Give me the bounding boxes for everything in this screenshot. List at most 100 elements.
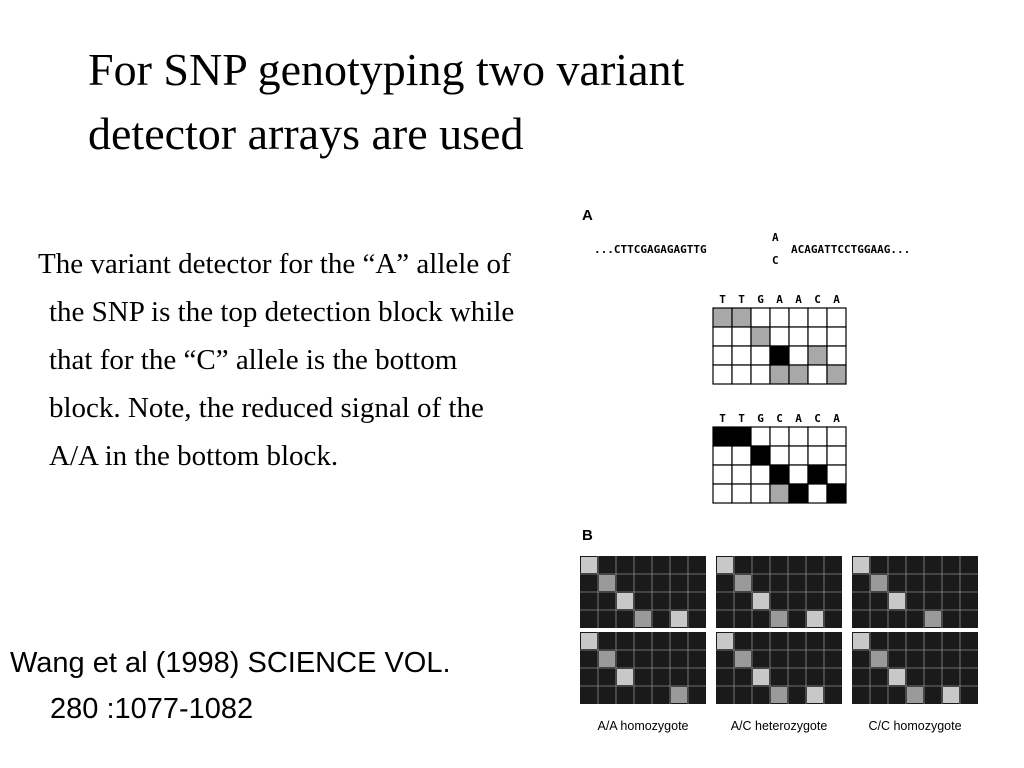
bottom-header-1: T [738, 412, 745, 425]
citation-text: Wang et al (1998) SCIENCE VOL. 280 :1077… [10, 647, 451, 725]
sequence-left: ...CTTCGAGAGAGTTG [594, 243, 707, 256]
top-cell-r2-c1 [731, 345, 752, 366]
bottom-cell-r1-c3 [769, 445, 790, 466]
snp-figure-svg: A ...CTTCGAGAGAGTTG A C ACAGATTCCTGGAAG.… [580, 207, 978, 733]
hybridization-scans [580, 556, 978, 704]
scan-2-bot-spot-3 [907, 687, 923, 703]
bottom-cell-r1-c2 [750, 445, 771, 466]
top-cell-r2-c2 [750, 345, 771, 366]
panel-b-label: B [582, 527, 593, 544]
top-cell-r1-c4 [788, 326, 809, 347]
top-cell-r3-c1 [731, 364, 752, 385]
scan-0-top-spot-3 [635, 611, 651, 627]
bottom-header-0: T [719, 412, 726, 425]
genotype-label-1: A/C heterozygote [731, 719, 828, 733]
scan-2-top-spot-2 [889, 593, 905, 609]
scan-1-top-spot-1 [735, 575, 751, 591]
bottom-cell-r3-c1 [731, 483, 752, 504]
bottom-header-5: C [814, 412, 821, 425]
top-cell-r2-c5 [807, 345, 828, 366]
bottom-cell-r2-c4 [788, 464, 809, 485]
scan-0-bot-spot-0 [581, 633, 597, 649]
top-header-6: A [833, 293, 840, 306]
title-line-1: For SNP genotyping two variant [88, 44, 685, 95]
scan-0-bot-spot-3 [671, 687, 687, 703]
bottom-cell-r0-c5 [807, 426, 828, 447]
scan-0-bot-spot-1 [599, 651, 615, 667]
top-cell-r0-c2 [750, 307, 771, 328]
scan-1-top-spot-3 [771, 611, 787, 627]
bottom-cell-r3-c0 [712, 483, 733, 504]
bottom-cell-r0-c0 [712, 426, 733, 447]
scan-0-top-spot-4 [671, 611, 687, 627]
scan-2-top-spot-1 [871, 575, 887, 591]
genotype-label-0: A/A homozygote [597, 719, 688, 733]
bottom-cell-r1-c4 [788, 445, 809, 466]
scan-1-top-spot-4 [807, 611, 823, 627]
bottom-cell-r1-c5 [807, 445, 828, 466]
scan-2-bot-spot-2 [889, 669, 905, 685]
top-cell-r2-c6 [826, 345, 847, 366]
top-cell-r0-c4 [788, 307, 809, 328]
top-header-3: A [776, 293, 783, 306]
bottom-cell-r1-c0 [712, 445, 733, 466]
top-header-0: T [719, 293, 726, 306]
scan-0-bot-spot-2 [617, 669, 633, 685]
title-line-2: detector arrays are used [88, 108, 524, 159]
scan-0-top-spot-2 [617, 593, 633, 609]
scan-1-top-spot-2 [753, 593, 769, 609]
bottom-cell-r3-c2 [750, 483, 771, 504]
scan-2-bot-spot-4 [943, 687, 959, 703]
genotype-labels: A/A homozygote A/C heterozygote C/C homozy… [597, 719, 961, 733]
panel-a-label: A [582, 207, 593, 224]
bottom-header-6: A [833, 412, 840, 425]
top-cell-r0-c3 [769, 307, 790, 328]
slide-title: For SNP genotyping two variant detector … [88, 38, 988, 166]
top-cell-r3-c3 [769, 364, 790, 385]
top-cell-r0-c1 [731, 307, 752, 328]
top-cell-r1-c1 [731, 326, 752, 347]
allele-bottom-label: C [772, 254, 779, 267]
bottom-cell-r2-c6 [826, 464, 847, 485]
snp-figure: A ...CTTCGAGAGAGTTG A C ACAGATTCCTGGAAG.… [570, 200, 990, 745]
top-cell-r3-c0 [712, 364, 733, 385]
bottom-cell-r1-c6 [826, 445, 847, 466]
genotype-label-2: C/C homozygote [868, 719, 961, 733]
bottom-cell-r0-c3 [769, 426, 790, 447]
top-cell-r1-c2 [750, 326, 771, 347]
top-header-4: A [795, 293, 802, 306]
bottom-header-4: A [795, 412, 802, 425]
top-cell-r2-c0 [712, 345, 733, 366]
top-cell-r0-c0 [712, 307, 733, 328]
top-cell-r3-c6 [826, 364, 847, 385]
bottom-cell-r2-c2 [750, 464, 771, 485]
scan-2-bot-spot-1 [871, 651, 887, 667]
bottom-cell-r1-c1 [731, 445, 752, 466]
top-cell-r0-c5 [807, 307, 828, 328]
scan-1-bot-spot-4 [807, 687, 823, 703]
scan-2-top-spot-3 [925, 611, 941, 627]
bottom-cell-r3-c4 [788, 483, 809, 504]
top-header-5: C [814, 293, 821, 306]
bottom-cell-r3-c3 [769, 483, 790, 504]
bottom-cell-r0-c6 [826, 426, 847, 447]
scan-1-bot-spot-1 [735, 651, 751, 667]
bottom-cell-r3-c6 [826, 483, 847, 504]
top-cell-r3-c4 [788, 364, 809, 385]
scan-0-top-spot-1 [599, 575, 615, 591]
scan-1-bot-spot-0 [717, 633, 733, 649]
bottom-header-2: G [757, 412, 764, 425]
top-cell-r1-c6 [826, 326, 847, 347]
top-cell-r1-c0 [712, 326, 733, 347]
top-cell-r0-c6 [826, 307, 847, 328]
scan-2-bot-spot-0 [853, 633, 869, 649]
scan-1-top-spot-0 [717, 557, 733, 573]
scan-1-bot-spot-2 [753, 669, 769, 685]
bottom-cell-r3-c5 [807, 483, 828, 504]
top-cell-r3-c2 [750, 364, 771, 385]
top-cell-r1-c3 [769, 326, 790, 347]
top-header-1: T [738, 293, 745, 306]
bottom-cell-r2-c5 [807, 464, 828, 485]
